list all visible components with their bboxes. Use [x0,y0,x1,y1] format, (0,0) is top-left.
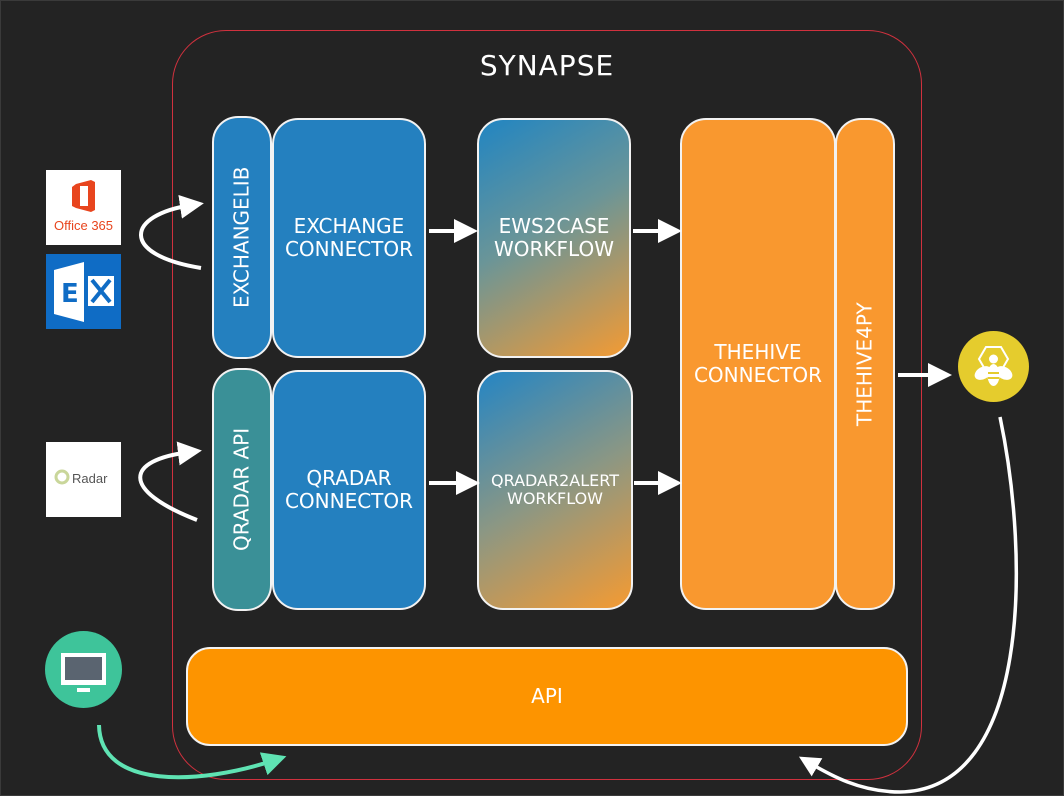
exchange-logo-icon: E [46,254,121,329]
office365-label: Office 365 [53,218,114,233]
thehive-connector-label: THEHIVE CONNECTOR [693,340,823,387]
qradar-icon: Radar [46,442,121,517]
synapse-container: SYNAPSE [172,30,922,780]
qradar2alert-workflow-box: QRADAR2ALERT WORKFLOW [477,370,633,610]
thehive-connector-box: THEHIVE CONNECTOR [680,118,836,610]
qradar-connector-box: QRADAR CONNECTOR [272,370,426,610]
api-label: API [531,684,563,708]
exchange-connector-label: EXCHANGE CONNECTOR [284,214,414,261]
ews2case-workflow-box: EWS2CASE WORKFLOW [477,118,631,358]
svg-text:E: E [61,279,79,309]
exchange-connector-box: EXCHANGE CONNECTOR [272,118,426,358]
ews2case-workflow-label: EWS2CASE WORKFLOW [494,214,614,261]
thehive4py-box: THEHIVE4PY [835,118,895,610]
thehive4py-label: THEHIVE4PY [852,302,877,426]
api-box: API [186,647,908,746]
office365-icon: Office 365 [46,170,121,245]
office365-logo-icon [72,180,95,212]
qradar-api-label: QRADAR API [229,427,254,552]
qradar2alert-workflow-label: QRADAR2ALERT WORKFLOW [491,471,619,508]
exchangelib-label: EXCHANGELIB [229,166,254,309]
synapse-title: SYNAPSE [479,49,615,82]
qradar-logo-icon [54,469,70,485]
monitor-icon [45,631,122,708]
qradar-label: Radar [72,471,108,486]
qradar-api-box: QRADAR API [212,368,272,611]
qradar-connector-label: QRADAR CONNECTOR [284,466,414,513]
thehive-bee-icon [958,331,1029,402]
exchangelib-box: EXCHANGELIB [212,116,272,359]
